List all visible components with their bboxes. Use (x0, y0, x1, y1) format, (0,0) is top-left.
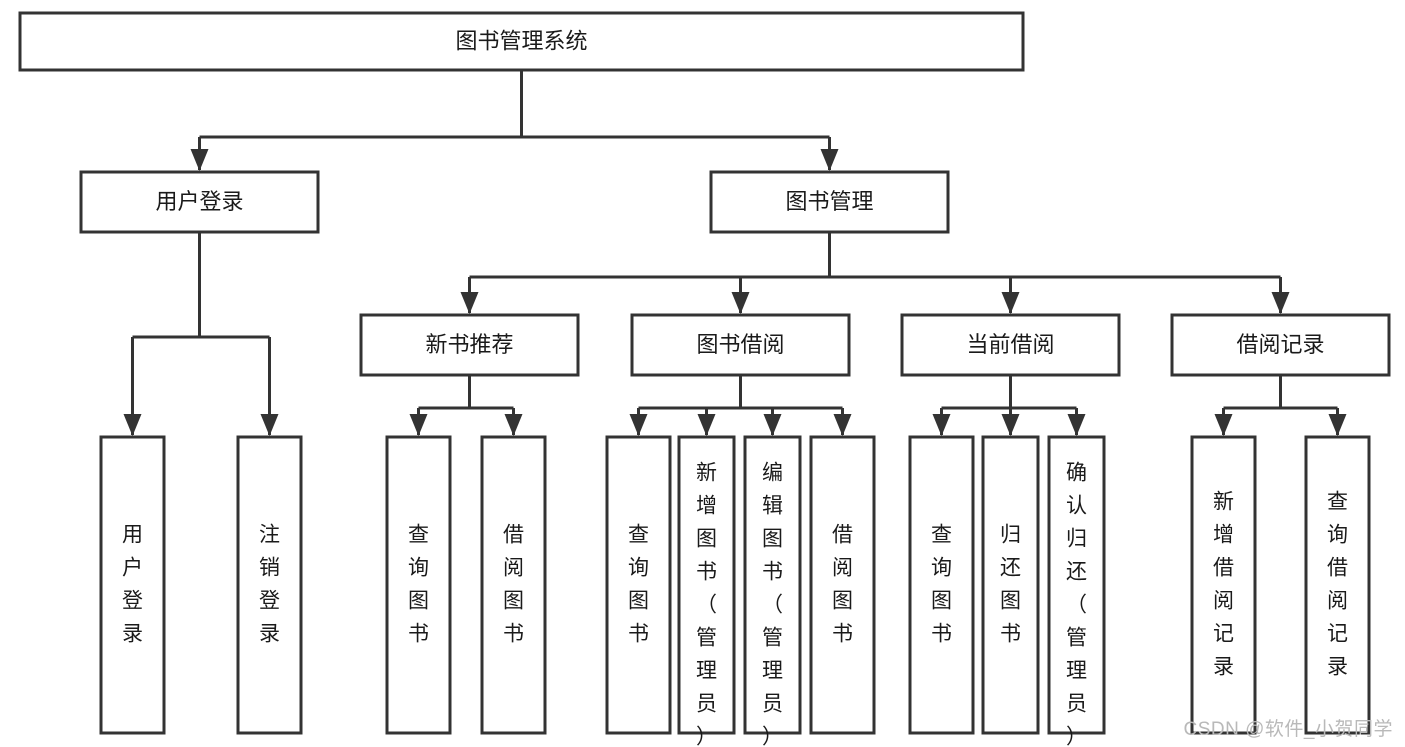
node-current-borrow-label: 当前借阅 (966, 332, 1054, 357)
node-borrow-record-rect (1170, 313, 1391, 377)
node-book-manage[interactable]: 图书管理 (709, 170, 950, 234)
node-user-login[interactable]: 用户登录 (79, 170, 320, 234)
node-leaf-borrow-book-1[interactable]: 借阅图书 (480, 435, 547, 735)
node-leaf-borrow-book-1-label: 借阅图书 (503, 523, 524, 645)
arrow-head-icon (820, 149, 839, 171)
arrow-head-icon (932, 414, 951, 436)
node-leaf-return-book[interactable]: 归还图书 (981, 435, 1040, 735)
arrow-head-icon (123, 414, 142, 436)
node-user-login-label: 用户登录 (155, 189, 243, 214)
node-leaf-query-book-3-rect (908, 435, 975, 735)
root-node-book-management-system-rect (18, 11, 1025, 72)
node-leaf-query-borrow-record-rect (1304, 435, 1371, 735)
node-leaf-edit-book-admin[interactable]: 编辑图书（管理员） (743, 435, 802, 747)
node-leaf-confirm-return-admin-rect (1047, 435, 1106, 735)
node-new-book-recommend[interactable]: 新书推荐 (359, 313, 580, 377)
node-leaf-user-login-label: 用户登录 (122, 523, 143, 645)
node-current-borrow-rect (900, 313, 1121, 377)
node-leaf-logout-login[interactable]: 注销登录 (236, 435, 303, 735)
node-book-manage-label: 图书管理 (785, 189, 873, 214)
node-leaf-query-book-1[interactable]: 查询图书 (385, 435, 452, 735)
node-borrow-record[interactable]: 借阅记录 (1170, 313, 1391, 377)
node-leaf-add-book-admin-label: 新增图书（管理员） (696, 461, 717, 747)
arrow-head-icon (1001, 414, 1020, 436)
node-leaf-borrow-book-2-label: 借阅图书 (832, 523, 853, 645)
node-leaf-borrow-book-2[interactable]: 借阅图书 (809, 435, 876, 735)
node-leaf-query-book-3-label: 查询图书 (931, 523, 952, 645)
node-leaf-query-borrow-record-label: 查询借阅记录 (1327, 490, 1348, 678)
node-user-login-rect (79, 170, 320, 234)
arrow-head-icon (763, 414, 782, 436)
node-leaf-query-book-2[interactable]: 查询图书 (605, 435, 672, 735)
nodes-layer: 图书管理系统用户登录图书管理新书推荐图书借阅当前借阅借阅记录用户登录注销登录查询… (18, 11, 1391, 747)
node-book-manage-rect (709, 170, 950, 234)
node-leaf-edit-book-admin-rect (743, 435, 802, 735)
node-leaf-query-book-2-label: 查询图书 (628, 523, 649, 645)
node-leaf-confirm-return-admin[interactable]: 确认归还（管理员） (1047, 435, 1106, 747)
arrow-head-icon (260, 414, 279, 436)
node-leaf-confirm-return-admin-label: 确认归还（管理员） (1066, 461, 1087, 747)
node-leaf-add-book-admin-rect (677, 435, 736, 735)
root-node-book-management-system[interactable]: 图书管理系统 (18, 11, 1025, 72)
node-leaf-user-login-rect (99, 435, 166, 735)
node-leaf-return-book-rect (981, 435, 1040, 735)
node-new-book-recommend-rect (359, 313, 580, 377)
arrow-head-icon (833, 414, 852, 436)
node-leaf-query-book-1-rect (385, 435, 452, 735)
node-leaf-borrow-book-1-rect (480, 435, 547, 735)
node-leaf-add-borrow-record-rect (1190, 435, 1257, 735)
node-book-borrow-label: 图书借阅 (696, 332, 784, 357)
node-leaf-query-borrow-record[interactable]: 查询借阅记录 (1304, 435, 1371, 735)
arrow-head-icon (190, 149, 209, 171)
node-current-borrow[interactable]: 当前借阅 (900, 313, 1121, 377)
node-leaf-return-book-label: 归还图书 (1000, 523, 1021, 645)
node-leaf-query-book-1-label: 查询图书 (408, 523, 429, 645)
arrow-head-icon (697, 414, 716, 436)
arrow-head-icon (460, 292, 479, 314)
root-node-book-management-system-label: 图书管理系统 (455, 28, 587, 53)
node-leaf-query-book-2-rect (605, 435, 672, 735)
node-leaf-query-book-3[interactable]: 查询图书 (908, 435, 975, 735)
node-book-borrow-rect (630, 313, 851, 377)
node-leaf-edit-book-admin-label: 编辑图书（管理员） (762, 461, 783, 747)
node-borrow-record-label: 借阅记录 (1236, 332, 1324, 357)
node-leaf-borrow-book-2-rect (809, 435, 876, 735)
node-leaf-logout-login-label: 注销登录 (259, 523, 280, 645)
arrow-head-icon (629, 414, 648, 436)
connectors-layer (123, 70, 1347, 436)
node-book-borrow[interactable]: 图书借阅 (630, 313, 851, 377)
arrow-head-icon (1214, 414, 1233, 436)
node-leaf-add-borrow-record[interactable]: 新增借阅记录 (1190, 435, 1257, 735)
node-leaf-add-borrow-record-label: 新增借阅记录 (1213, 490, 1234, 678)
arrow-head-icon (409, 414, 428, 436)
node-leaf-add-book-admin[interactable]: 新增图书（管理员） (677, 435, 736, 747)
arrow-head-icon (1328, 414, 1347, 436)
arrow-head-icon (1271, 292, 1290, 314)
arrow-head-icon (731, 292, 750, 314)
node-leaf-logout-login-rect (236, 435, 303, 735)
node-leaf-user-login[interactable]: 用户登录 (99, 435, 166, 735)
arrow-head-icon (504, 414, 523, 436)
arrow-head-icon (1067, 414, 1086, 436)
node-new-book-recommend-label: 新书推荐 (425, 332, 513, 357)
arrow-head-icon (1001, 292, 1020, 314)
